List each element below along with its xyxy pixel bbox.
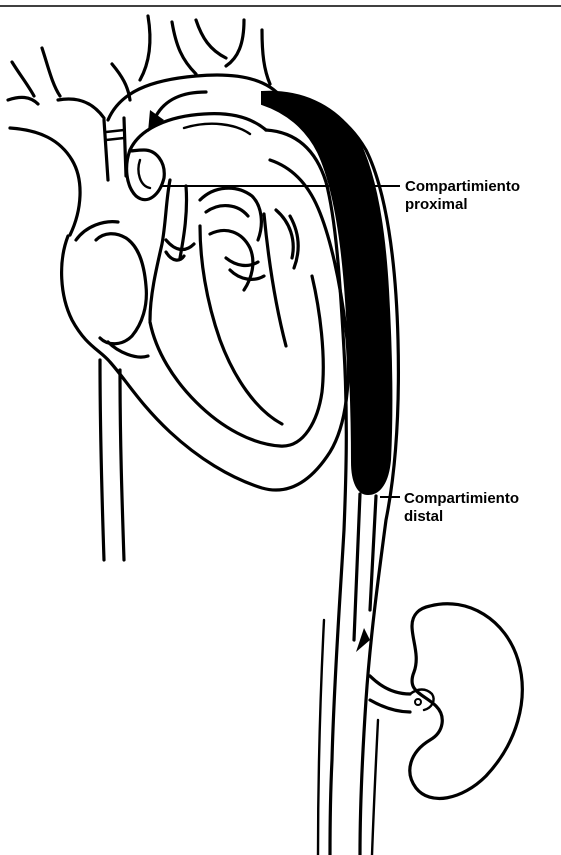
balloon	[262, 92, 391, 494]
heart-outline	[62, 160, 349, 490]
heart-chambers	[127, 150, 324, 446]
left-upper-vessels	[8, 48, 104, 235]
proximal-label-line2: proximal	[405, 196, 520, 214]
vena-cava	[104, 118, 126, 180]
distal-label-line1: Compartimiento	[404, 490, 519, 508]
distal-compartment-label: Compartimiento distal	[404, 490, 519, 526]
kidney-hilum-dot	[415, 699, 421, 705]
distal-flow-arrow-head	[356, 628, 370, 652]
inferior-vena-cava	[100, 360, 124, 560]
kidney	[410, 604, 522, 799]
aortic-arch-branches	[112, 16, 270, 100]
proximal-label-line1: Compartimiento	[405, 178, 520, 196]
distal-label-line2: distal	[404, 508, 519, 526]
renal-artery	[370, 676, 410, 712]
aortic-arch	[108, 75, 282, 150]
proximal-compartment-label: Compartimiento proximal	[405, 178, 520, 214]
